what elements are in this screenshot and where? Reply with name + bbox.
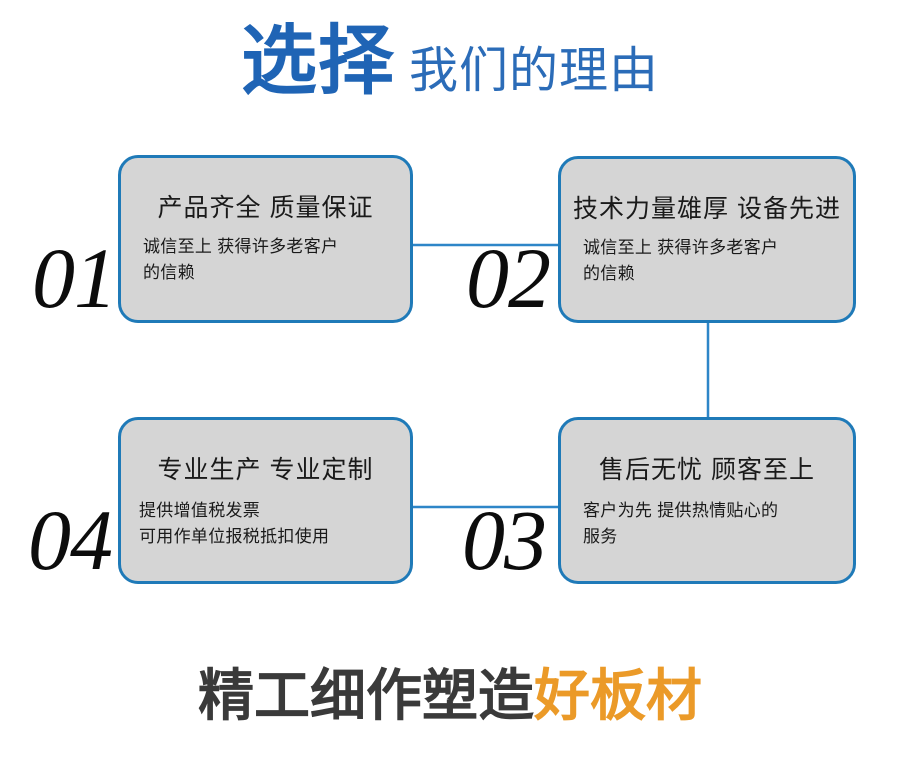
footer-slogan-dark: 精工细作塑造 — [198, 664, 534, 727]
card-number-02: 02 — [466, 230, 551, 326]
card-number-01: 01 — [32, 230, 117, 326]
feature-card-01-body: 诚信至上 获得许多老客户 的信赖 — [143, 234, 396, 287]
feature-card-03[interactable]: 售后无忧 顾客至上 客户为先 提供热情贴心的 服务 — [558, 417, 856, 584]
feature-card-04-body: 提供增值税发票 可用作单位报税抵扣使用 — [139, 498, 396, 551]
feature-card-03-body-line-2: 服务 — [583, 527, 618, 547]
card-number-04: 04 — [28, 492, 113, 588]
page-title-sub: 我们的理由 — [408, 44, 659, 98]
feature-card-01-body-line-1: 诚信至上 获得许多老客户 — [143, 237, 339, 256]
feature-card-02-body-line-2: 的信赖 — [583, 264, 635, 284]
feature-card-02-body: 诚信至上 获得许多老客户 的信赖 — [583, 235, 839, 288]
feature-card-03-body-line-1: 客户为先 提供热情贴心的 — [583, 501, 779, 520]
feature-card-02[interactable]: 技术力量雄厚 设备先进 诚信至上 获得许多老客户 的信赖 — [558, 156, 856, 323]
feature-card-01[interactable]: 产品齐全 质量保证 诚信至上 获得许多老客户 的信赖 — [118, 155, 413, 323]
page-title-main: 选择 — [240, 19, 395, 104]
feature-card-02-title: 技术力量雄厚 设备先进 — [573, 195, 841, 223]
footer-slogan: 精工细作塑造好板材 — [0, 668, 900, 724]
feature-card-04-body-line-1: 提供增值税发票 — [139, 501, 261, 520]
feature-card-03-title: 售后无忧 顾客至上 — [599, 456, 815, 484]
feature-card-04-body-line-2: 可用作单位报税抵扣使用 — [139, 527, 330, 547]
footer-slogan-accent: 好板材 — [534, 664, 702, 727]
page-title: 选择我们的理由 — [0, 24, 900, 100]
feature-card-01-body-line-2: 的信赖 — [143, 263, 195, 283]
feature-card-02-body-line-1: 诚信至上 获得许多老客户 — [583, 238, 779, 257]
feature-card-04-title: 专业生产 专业定制 — [157, 456, 374, 484]
feature-card-03-body: 客户为先 提供热情贴心的 服务 — [583, 498, 839, 551]
feature-card-01-title: 产品齐全 质量保证 — [157, 194, 374, 222]
feature-card-04[interactable]: 专业生产 专业定制 提供增值税发票 可用作单位报税抵扣使用 — [118, 417, 413, 584]
card-number-03: 03 — [462, 492, 547, 588]
